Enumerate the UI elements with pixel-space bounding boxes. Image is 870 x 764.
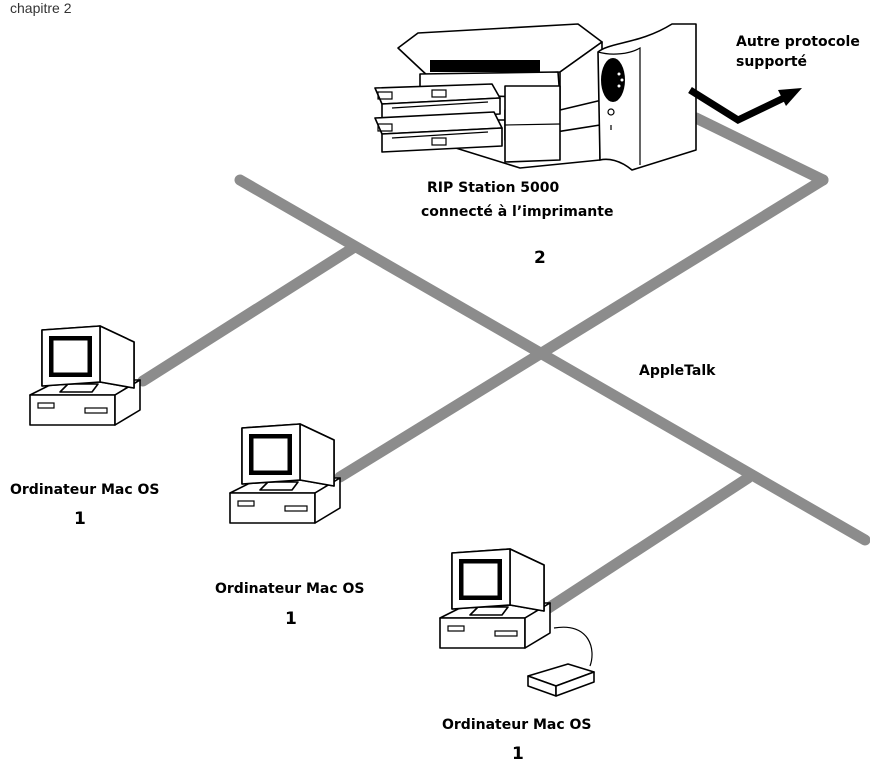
rip-station-icon bbox=[597, 23, 697, 171]
computer-1-number: 1 bbox=[74, 509, 86, 529]
computer-icon bbox=[229, 423, 341, 524]
computer-2-label: Ordinateur Mac OS bbox=[215, 581, 365, 597]
computer-1-label: Ordinateur Mac OS bbox=[10, 482, 160, 498]
cable-computer-3 bbox=[541, 472, 754, 615]
arrow-icon bbox=[688, 87, 802, 124]
computer-icon bbox=[29, 325, 141, 426]
computer-2-number: 1 bbox=[285, 609, 297, 629]
section-header: chapitre 2 bbox=[10, 0, 72, 16]
printer-label-2: connecté à l’imprimante bbox=[421, 204, 613, 220]
printer-label-1: RIP Station 5000 bbox=[427, 180, 560, 196]
network-label: AppleTalk bbox=[639, 363, 716, 379]
computer-3-label: Ordinateur Mac OS bbox=[442, 717, 592, 733]
other-protocol-label-2: supporté bbox=[736, 54, 807, 70]
cable-computer-1 bbox=[137, 242, 359, 387]
cable-printer bbox=[334, 112, 829, 483]
printer-icon bbox=[374, 23, 603, 169]
appletalk-cable bbox=[234, 174, 870, 546]
computer-icon bbox=[439, 548, 551, 649]
printer-number: 2 bbox=[534, 248, 546, 268]
external-drive-icon bbox=[527, 626, 595, 697]
other-protocol-label-1: Autre protocole bbox=[736, 34, 860, 50]
computer-3-number: 1 bbox=[512, 744, 524, 764]
